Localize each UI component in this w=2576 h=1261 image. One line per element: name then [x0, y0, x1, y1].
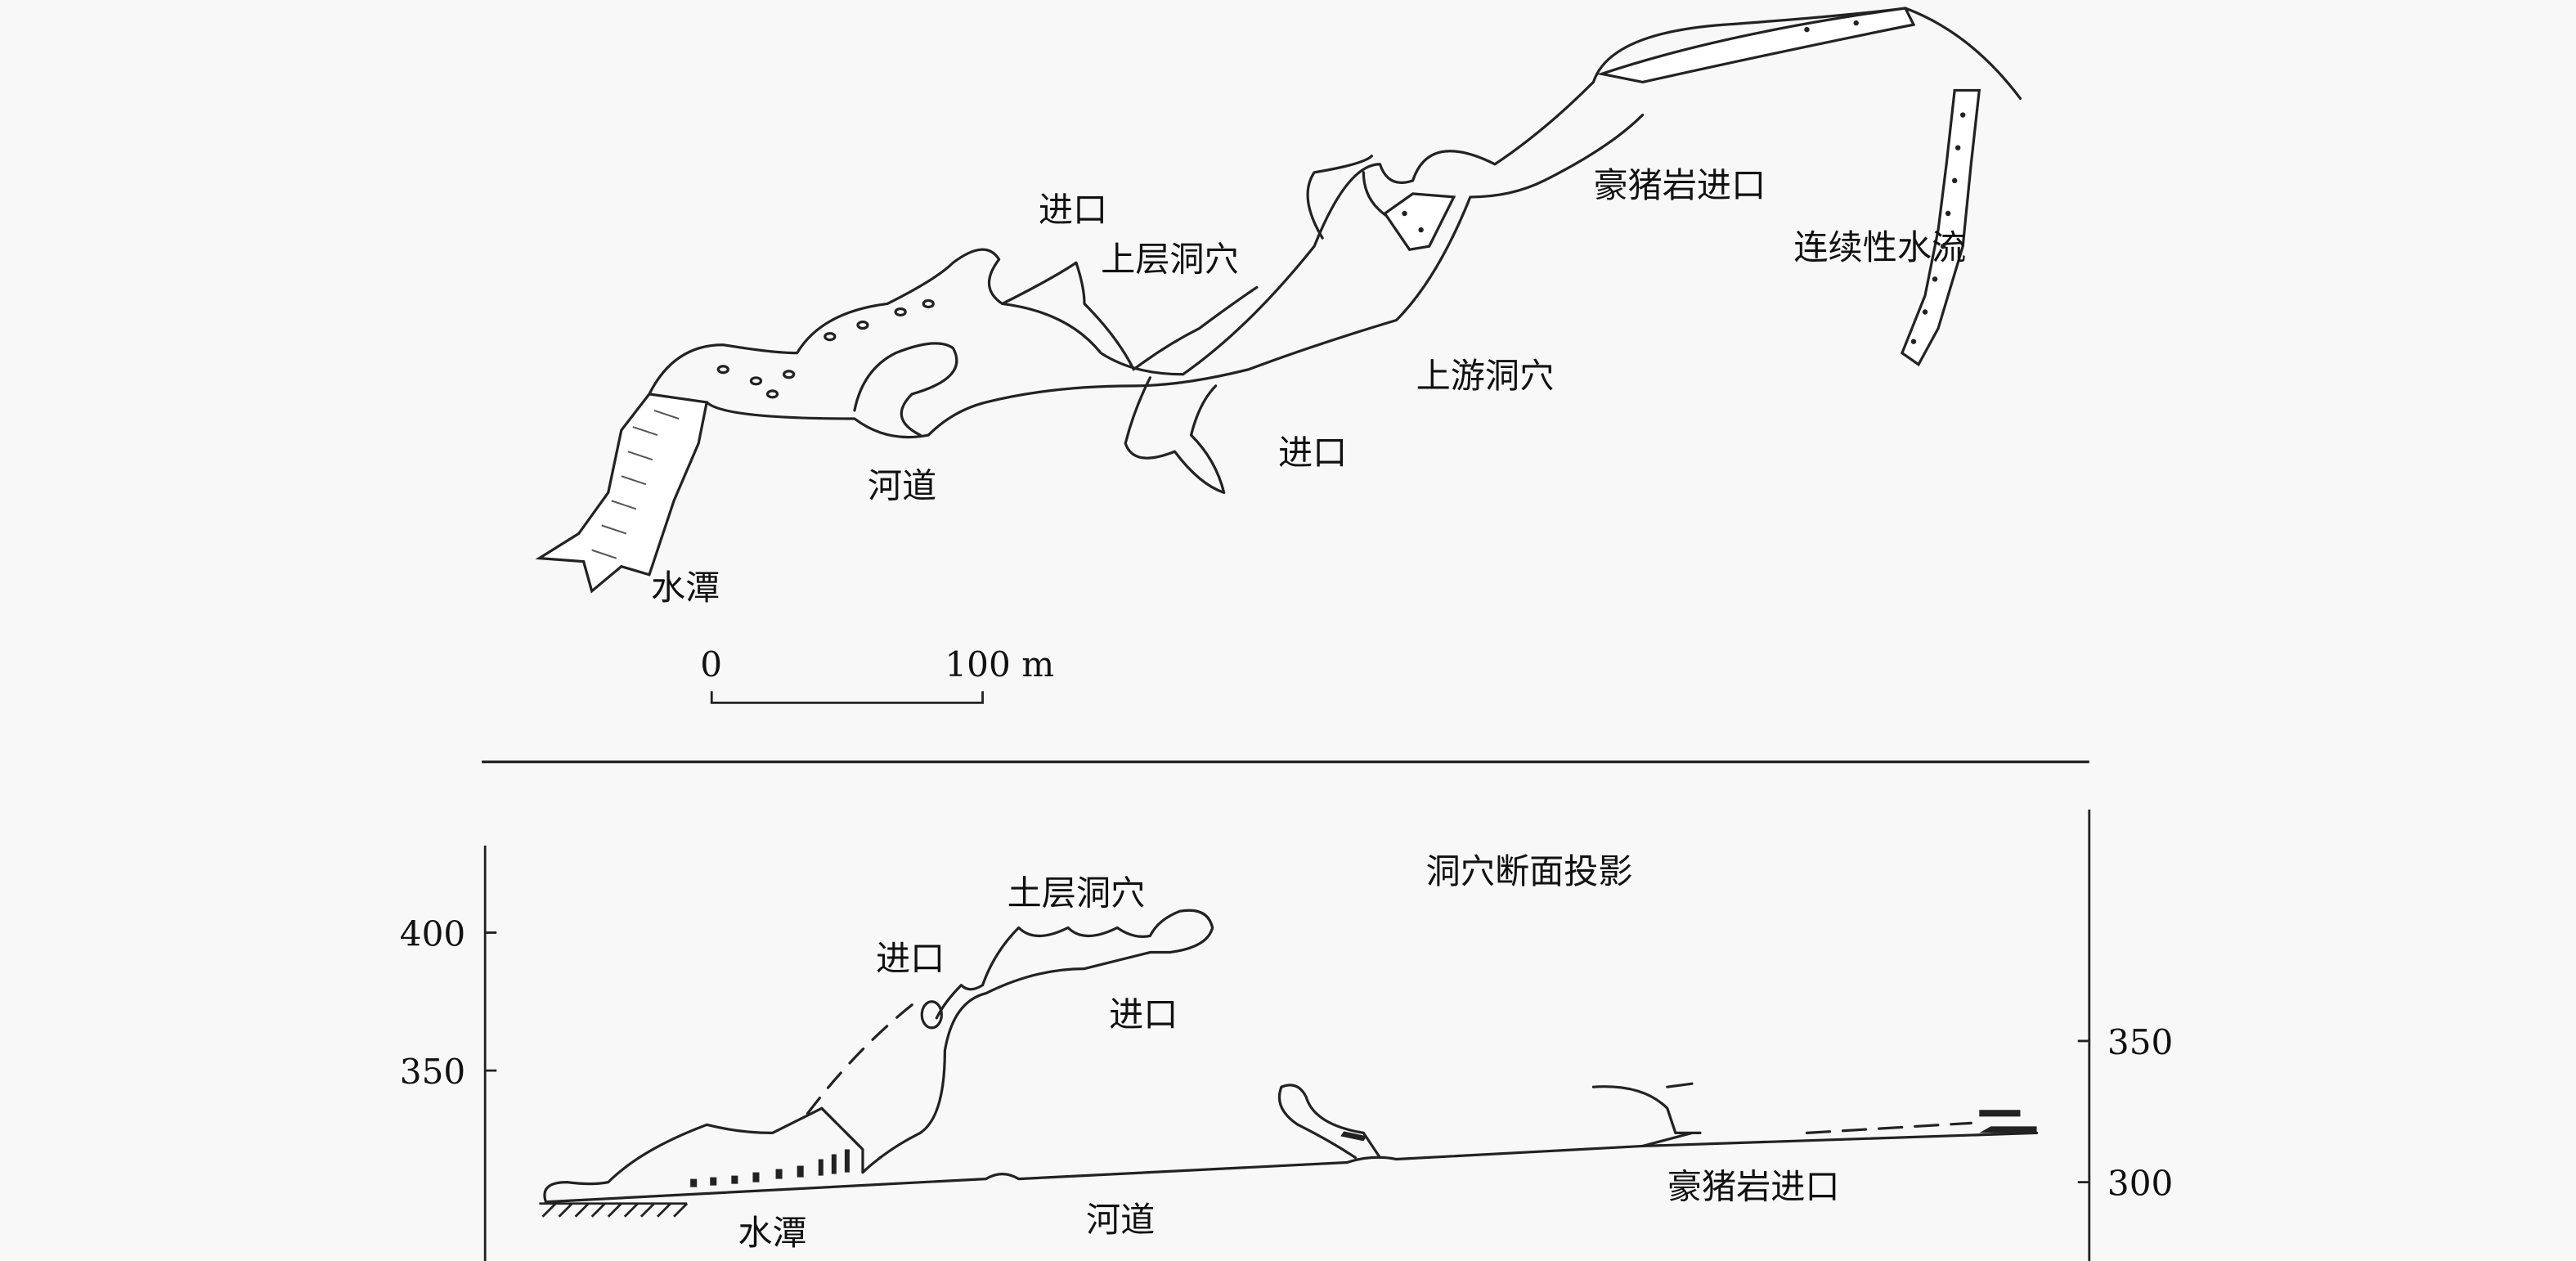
label-river-channel: 河道	[868, 465, 936, 505]
label-upper-cave: 上层洞穴	[1101, 239, 1239, 279]
right-axis	[2077, 809, 2091, 1261]
profile-title: 洞穴断面投影	[1426, 851, 1633, 891]
dashed-connection	[804, 1003, 913, 1151]
label-entrance-lower: 进口	[1278, 433, 1347, 473]
dashed-extension	[1805, 1121, 1972, 1134]
label-haozhuyan-entrance: 豪猪岩进口	[1593, 165, 1766, 205]
left-axis	[483, 846, 497, 1261]
label-profile-haozhuyan-entrance: 豪猪岩进口	[1667, 1167, 1840, 1207]
entrance-chamber	[920, 1000, 943, 1030]
left-tick-350: 350	[400, 1052, 465, 1092]
label-profile-entrance-right: 进口	[1109, 994, 1178, 1034]
right-tick-350: 350	[2107, 1022, 2173, 1062]
ground-hatching	[539, 1202, 689, 1218]
right-tick-300: 300	[2107, 1164, 2173, 1204]
label-profile-upper-cave: 土层洞穴	[1008, 873, 1146, 913]
haozhuyan-profile	[1277, 1082, 1702, 1160]
label-continuous-flow: 连续性水流	[1793, 227, 1966, 267]
profile-view: 400 350 350 300 洞穴断面投影 土层洞穴 进口 进口 水潭 河道 …	[400, 809, 2173, 1261]
cave-profile-upper	[861, 909, 1214, 1174]
label-profile-river-channel: 河道	[1086, 1200, 1155, 1240]
label-entrance-upper-left: 进口	[1039, 190, 1107, 230]
rubble-marks	[716, 298, 935, 399]
entrance-loop	[1306, 155, 1398, 240]
label-profile-pool: 水潭	[738, 1213, 806, 1253]
scale-bar: 0 100 m	[700, 644, 1054, 704]
lower-entrance-branch	[1124, 376, 1226, 494]
continuous-flow-channel	[1900, 88, 1981, 367]
flow-dots	[1402, 20, 1966, 344]
upper-cave-branch	[1001, 261, 1259, 371]
pool-hatching	[591, 410, 680, 559]
main-passage-outline	[648, 7, 2022, 439]
upper-right-hatched-passage	[1596, 7, 1916, 84]
pool-area	[535, 393, 709, 594]
label-profile-entrance-left: 进口	[876, 939, 945, 979]
dotted-chamber	[1383, 192, 1456, 251]
scale-start-label: 0	[700, 644, 722, 684]
cave-profile-floor	[543, 1106, 2039, 1204]
breakdown-marks	[690, 1149, 850, 1187]
label-upstream-cave: 上游洞穴	[1416, 356, 1555, 396]
left-tick-400: 400	[400, 914, 465, 954]
river-branch	[853, 342, 958, 437]
label-pool: 水潭	[651, 568, 720, 608]
scale-end-label: 100 m	[945, 644, 1054, 684]
plan-view: 进口 上层洞穴 豪猪岩进口 连续性水流 上游洞穴 进口 河道 水潭 0 100 …	[535, 7, 2022, 704]
